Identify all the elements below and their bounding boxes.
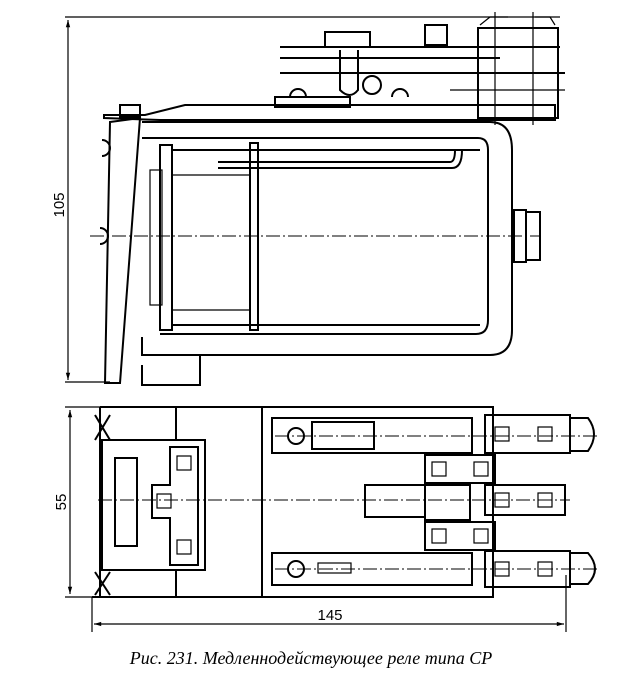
spring-slot (317, 562, 352, 574)
pole-piece (149, 169, 163, 306)
stack-screws (479, 16, 556, 26)
dimension-width-label: 55 (53, 494, 70, 511)
bracket (119, 104, 141, 118)
mounting-holes (94, 414, 111, 596)
plan-view: 55 (53, 406, 600, 632)
contact-block (424, 521, 496, 551)
terminal-lug (570, 417, 595, 452)
dimension-length-label: 145 (317, 607, 342, 624)
terminal-top (484, 414, 571, 454)
armature-slot (114, 457, 138, 547)
rivet-heads (289, 88, 409, 98)
base-foot (141, 337, 201, 386)
t-bracket (151, 446, 199, 566)
screw-head (101, 139, 111, 157)
pushrod (339, 50, 359, 96)
contact-spring-top (271, 417, 473, 454)
wire-lead (218, 149, 463, 169)
adjust-nut (424, 24, 448, 46)
dimension-height-label: 105 (51, 192, 68, 217)
yoke-block (101, 439, 206, 571)
base-outline (92, 406, 494, 598)
figure-caption: Рис. 231. Медленнодействующее реле типа … (129, 648, 493, 668)
terminal-lug (570, 552, 596, 585)
armature (103, 116, 142, 384)
spring-clip (311, 421, 375, 450)
yoke (142, 121, 513, 356)
contact-clamp (324, 31, 371, 48)
nut (424, 484, 471, 521)
yoke-inner (142, 137, 489, 335)
contact-stack-block (477, 27, 559, 119)
contact-base (274, 96, 351, 108)
pushrod-block (364, 484, 426, 518)
side-view: 105 (51, 12, 565, 386)
coil-ring (249, 142, 259, 331)
coil-flange (159, 144, 173, 331)
contact-block (424, 454, 496, 484)
pivot-roller (362, 75, 382, 95)
top-plate (103, 104, 556, 121)
contact-spring-bottom (271, 552, 473, 586)
